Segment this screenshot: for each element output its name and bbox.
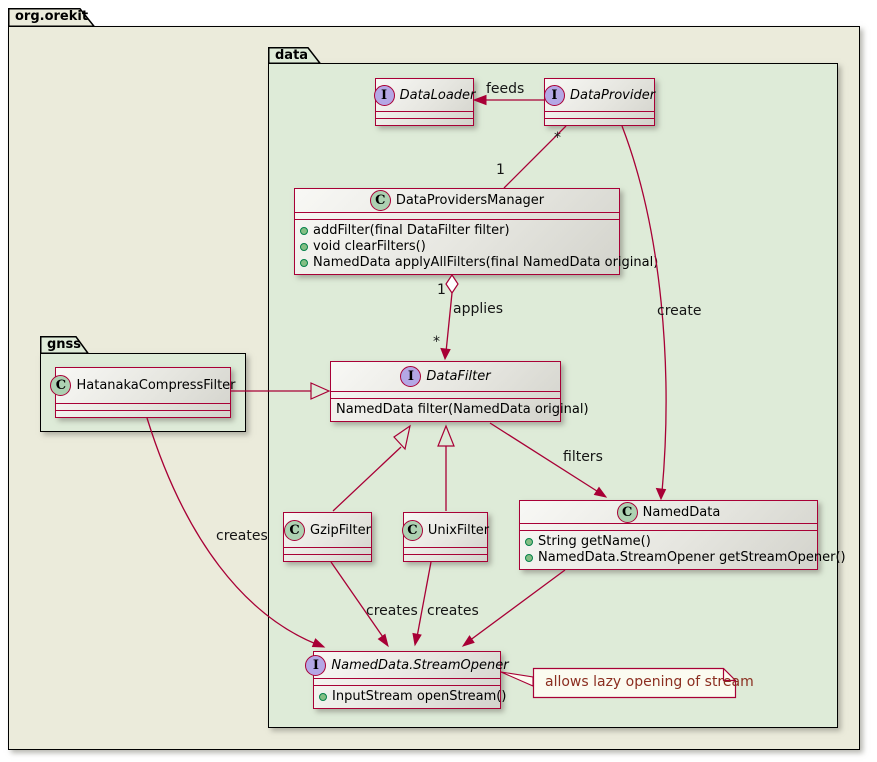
method-text: NamedData.StreamOpener getStreamOpener() <box>538 550 846 565</box>
fields-compartment <box>331 391 560 398</box>
package-org-orekit-label: org.orekit <box>15 9 89 24</box>
public-method-icon <box>300 226 308 235</box>
methods-compartment: InputStream openStream() <box>314 685 506 708</box>
methods-compartment <box>56 410 230 417</box>
class-name: NamedData <box>642 504 721 520</box>
class-header: I DataProvider <box>543 79 656 111</box>
interface-icon: I <box>543 84 565 106</box>
edge-label-create: create <box>657 303 702 319</box>
method-text: void clearFilters() <box>313 239 426 254</box>
class-data-providers-manager: C DataProvidersManager addFilter(final D… <box>294 188 658 275</box>
fields-compartment <box>520 523 817 530</box>
class-header: I DataFilter <box>331 362 560 391</box>
class-data-provider: I DataProvider <box>543 78 656 126</box>
method-text: NamedData filter(NamedData original) <box>336 402 589 417</box>
package-org-orekit-tab: org.orekit <box>8 8 96 27</box>
method-text: InputStream openStream() <box>332 689 507 704</box>
public-method-icon <box>319 692 327 701</box>
package-gnss-label: gnss <box>47 337 82 352</box>
methods-compartment <box>376 118 473 125</box>
methods-compartment: NamedData filter(NamedData original) <box>331 398 589 421</box>
fields-compartment <box>284 547 371 554</box>
class-header: C HatanakaCompressFilter <box>50 368 236 403</box>
class-header: I NamedData.StreamOpener <box>305 652 509 678</box>
edge-label-creates-hatanaka: creates <box>216 528 268 544</box>
method-text: NamedData applyAllFilters(final NamedDat… <box>313 255 659 270</box>
class-icon: C <box>616 501 638 523</box>
method-row: NamedData applyAllFilters(final NamedDat… <box>300 255 658 270</box>
methods-compartment <box>404 554 487 561</box>
package-gnss-tab: gnss <box>40 336 90 354</box>
fields-compartment <box>545 111 654 118</box>
note-text: allows lazy opening of stream <box>545 674 754 690</box>
class-name: DataFilter <box>426 369 491 384</box>
fields-compartment <box>404 547 487 554</box>
class-name: NamedData.StreamOpener <box>331 657 509 673</box>
class-named-data: C NamedData String getName()NamedData.St… <box>519 500 846 570</box>
package-data-tab: data <box>268 47 322 64</box>
method-row: addFilter(final DataFilter filter) <box>300 223 615 238</box>
class-icon: C <box>401 519 423 541</box>
public-method-icon <box>525 553 533 562</box>
fields-compartment <box>314 678 500 685</box>
class-header: C DataProvidersManager <box>295 189 619 212</box>
edge-label-filters: filters <box>563 449 603 465</box>
class-unix-filter: C UnixFilter <box>401 512 490 562</box>
edge-label-creates-gzip: creates <box>366 603 418 619</box>
method-row: NamedData filter(NamedData original) <box>336 402 589 417</box>
class-name: DataProvider <box>569 87 656 103</box>
edge-label-applies: applies <box>453 301 504 317</box>
interface-icon: I <box>305 654 327 676</box>
methods-compartment <box>284 554 371 561</box>
class-header: C NamedData <box>520 501 817 523</box>
fields-compartment <box>295 212 619 219</box>
class-data-loader: I DataLoader <box>373 78 476 126</box>
method-row: void clearFilters() <box>300 239 615 254</box>
edge-label-creates-unix: creates <box>427 603 479 619</box>
class-gzip-filter: C GzipFilter <box>283 512 372 562</box>
multiplicity-manager-one: 1 <box>496 162 505 178</box>
multiplicity-aggregation-one: 1 <box>437 282 446 298</box>
class-name: UnixFilter <box>427 522 490 538</box>
method-row: String getName() <box>525 534 813 549</box>
multiplicity-provider-star: * <box>554 130 561 146</box>
method-row: NamedData.StreamOpener getStreamOpener() <box>525 550 846 565</box>
method-text: addFilter(final DataFilter filter) <box>313 223 510 238</box>
class-icon: C <box>284 519 306 541</box>
class-header: C UnixFilter <box>401 513 490 547</box>
fields-compartment <box>56 403 230 410</box>
class-name: GzipFilter <box>310 522 371 538</box>
edge-label-feeds: feeds <box>486 81 525 97</box>
public-method-icon <box>525 537 533 546</box>
method-text: String getName() <box>538 534 651 549</box>
method-row: InputStream openStream() <box>319 689 506 704</box>
class-data-filter: I DataFilter NamedData filter(NamedData … <box>330 361 589 422</box>
class-header: I DataLoader <box>373 79 476 111</box>
class-icon: C <box>369 190 391 211</box>
fields-compartment <box>376 111 473 118</box>
methods-compartment: addFilter(final DataFilter filter)void c… <box>295 219 658 274</box>
class-name: HatanakaCompressFilter <box>76 378 236 393</box>
public-method-icon <box>300 258 308 267</box>
public-method-icon <box>300 242 308 251</box>
interface-icon: I <box>373 84 395 106</box>
class-header: C GzipFilter <box>284 513 371 547</box>
methods-compartment: String getName()NamedData.StreamOpener g… <box>520 530 846 569</box>
methods-compartment <box>545 118 654 125</box>
package-data-label: data <box>275 48 309 63</box>
class-named-data-stream-opener: I NamedData.StreamOpener InputStream ope… <box>305 651 509 709</box>
multiplicity-datafilter-star: * <box>433 334 440 350</box>
class-icon: C <box>50 375 72 396</box>
interface-icon: I <box>400 366 422 387</box>
class-hatanaka-compress-filter: C HatanakaCompressFilter <box>50 367 236 418</box>
class-name: DataLoader <box>399 87 476 103</box>
class-name: DataProvidersManager <box>395 193 545 208</box>
